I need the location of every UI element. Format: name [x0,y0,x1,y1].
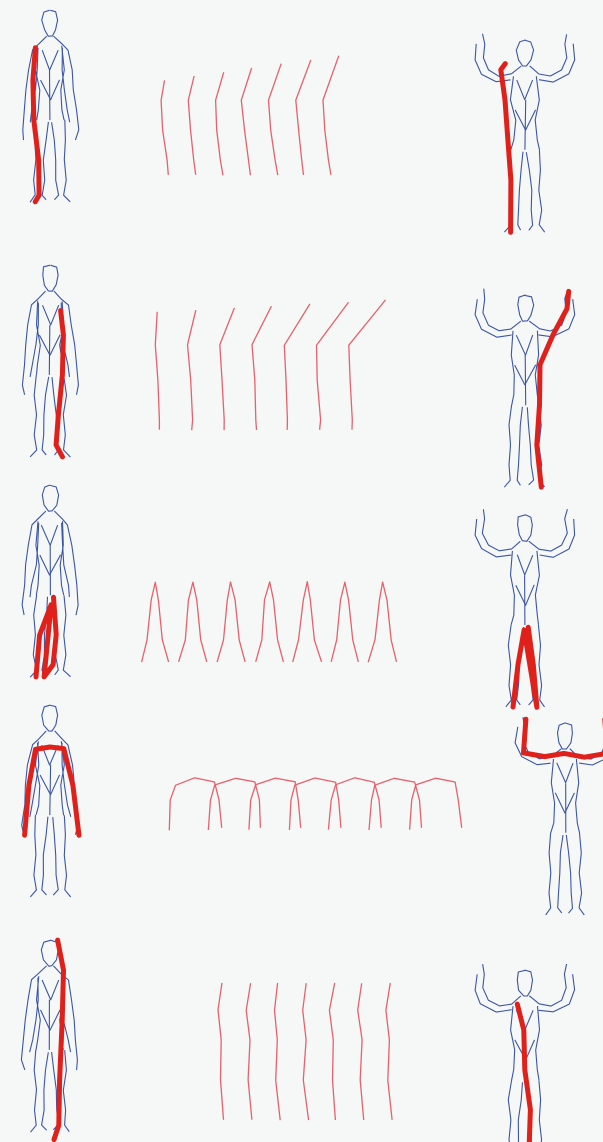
mesh-outline [525,355,526,405]
mesh-outline [49,325,50,375]
